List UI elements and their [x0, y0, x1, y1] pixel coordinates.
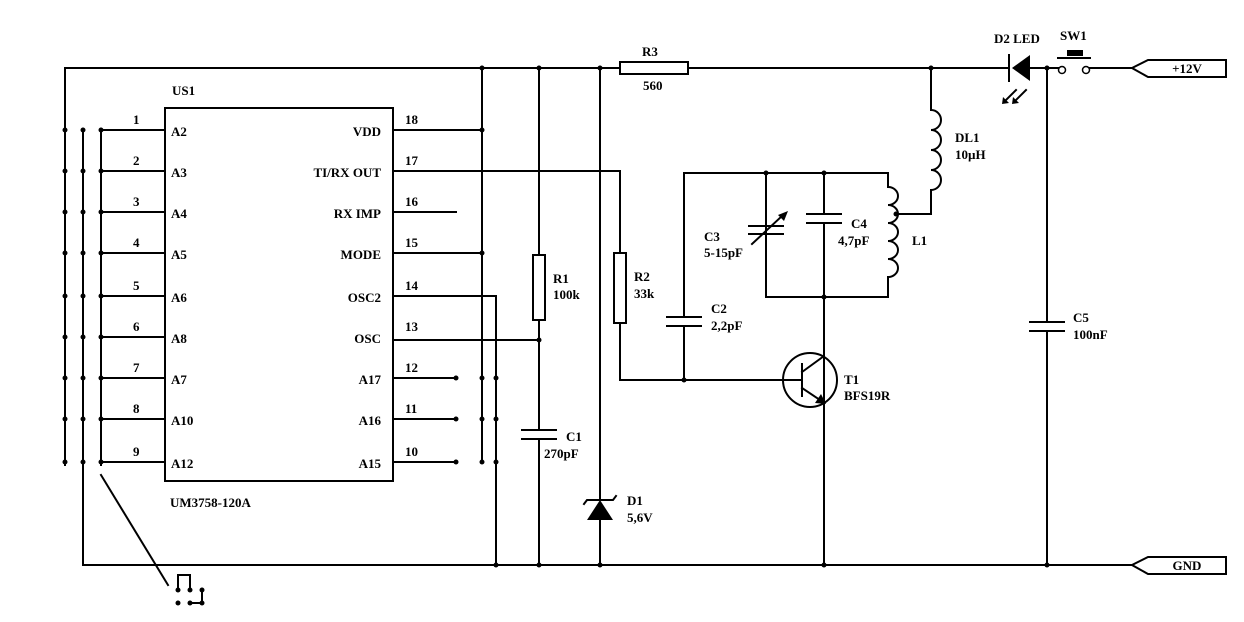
pin-number: 1 — [133, 112, 140, 127]
pin-name: A6 — [171, 290, 187, 305]
c1-ref: C1 — [566, 429, 582, 444]
pin-number: 4 — [133, 235, 140, 250]
c4-value: 4,7pF — [838, 233, 869, 248]
terminal-gnd — [1129, 556, 1227, 575]
terminal-vcc — [1129, 59, 1227, 78]
t1-ref: T1 — [844, 372, 859, 387]
pin-number: 10 — [405, 444, 418, 459]
ic-right-pin-names: VDD TI/RX OUT RX IMP MODE OSC2 OSC A17 A… — [313, 124, 381, 471]
resistor-r3 — [619, 61, 689, 75]
capacitor-c2 — [666, 172, 889, 381]
gnd-label: GND — [1173, 558, 1202, 573]
ic-right-wiring — [392, 67, 621, 566]
inductor-l1 — [886, 172, 899, 298]
pin-name: RX IMP — [334, 206, 381, 221]
pin-name: A5 — [171, 247, 187, 262]
pin-name: A10 — [171, 413, 193, 428]
inductor-dl1 — [895, 65, 942, 215]
pin-name: A7 — [171, 372, 187, 387]
pin-number: 2 — [133, 153, 140, 168]
c3-value: 5-15pF — [704, 245, 743, 260]
d1-value: 5,6V — [627, 510, 653, 525]
ic-us1 — [164, 107, 394, 482]
ic-left-pin-names: A2 A3 A4 A5 A6 A8 A7 A10 A12 — [171, 124, 193, 471]
r2-ref: R2 — [634, 269, 650, 284]
pin-number: 12 — [405, 360, 418, 375]
c4-ref: C4 — [851, 216, 867, 231]
sw1-ref: SW1 — [1060, 28, 1087, 43]
resistor-r2 — [613, 252, 791, 383]
trimmer-capacitor-c3 — [748, 211, 788, 246]
ic-part-label: UM3758-120A — [170, 495, 251, 510]
pin-name: TI/RX OUT — [313, 165, 381, 180]
t1-value: BFS19R — [844, 388, 891, 403]
r3-value: 560 — [643, 78, 663, 93]
pin-name: A15 — [359, 456, 382, 471]
pin-number: 6 — [133, 319, 140, 334]
r2-value: 33k — [634, 286, 655, 301]
r1-value: 100k — [553, 287, 581, 302]
left-bus-dots — [62, 127, 104, 465]
zener-d1 — [582, 65, 618, 568]
r1-ref: R1 — [553, 271, 569, 286]
c3-ref: C3 — [704, 229, 720, 244]
ic-left-pin-numbers: 1 2 3 4 5 6 7 8 9 — [133, 112, 140, 459]
pin-name: A16 — [359, 413, 382, 428]
led-d2 — [1002, 54, 1030, 104]
pin-number: 15 — [405, 235, 419, 250]
pin-number: 17 — [405, 153, 419, 168]
pin-name: A3 — [171, 165, 187, 180]
dl1-ref: DL1 — [955, 130, 980, 145]
pin-number: 9 — [133, 444, 140, 459]
pin-name: A2 — [171, 124, 187, 139]
d1-ref: D1 — [627, 493, 643, 508]
pin-number: 16 — [405, 194, 419, 209]
c1-value: 270pF — [544, 446, 579, 461]
switch-sw1 — [1044, 50, 1091, 75]
pin-number: 8 — [133, 401, 140, 416]
capacitor-c5 — [1029, 67, 1065, 568]
r3-ref: R3 — [642, 44, 658, 59]
pin-number: 3 — [133, 194, 140, 209]
pin-name: A8 — [171, 331, 187, 346]
top-rail — [64, 67, 1133, 466]
address-jumper — [99, 473, 205, 606]
ic-right-dots — [453, 65, 499, 568]
ic-ref-label: US1 — [172, 83, 195, 98]
pin-number: 7 — [133, 360, 140, 375]
c5-value: 100nF — [1073, 327, 1108, 342]
vcc-label: +12V — [1172, 61, 1202, 76]
ground-rail — [82, 129, 1133, 566]
pin-name: OSC — [354, 331, 381, 346]
capacitor-c1 — [521, 429, 557, 568]
pin-name: A12 — [171, 456, 193, 471]
c2-value: 2,2pF — [711, 318, 742, 333]
pin-name: A17 — [359, 372, 382, 387]
c2-ref: C2 — [711, 301, 727, 316]
pin-name: MODE — [341, 247, 381, 262]
pin-number: 14 — [405, 278, 419, 293]
l1-ref: L1 — [912, 233, 927, 248]
pin-name: OSC2 — [348, 290, 381, 305]
d2-ref: D2 LED — [994, 31, 1040, 46]
pin-name: VDD — [353, 124, 381, 139]
pin-name: A4 — [171, 206, 187, 221]
resistor-r1 — [532, 65, 546, 431]
dl1-value: 10µH — [955, 147, 986, 162]
transistor-t1 — [782, 296, 838, 566]
pin-number: 11 — [405, 401, 417, 416]
pin-number: 18 — [405, 112, 419, 127]
ic-right-pin-numbers: 18 17 16 15 14 13 12 11 10 — [405, 112, 419, 459]
c5-ref: C5 — [1073, 310, 1089, 325]
pin-number: 13 — [405, 319, 419, 334]
pin-number: 5 — [133, 278, 140, 293]
